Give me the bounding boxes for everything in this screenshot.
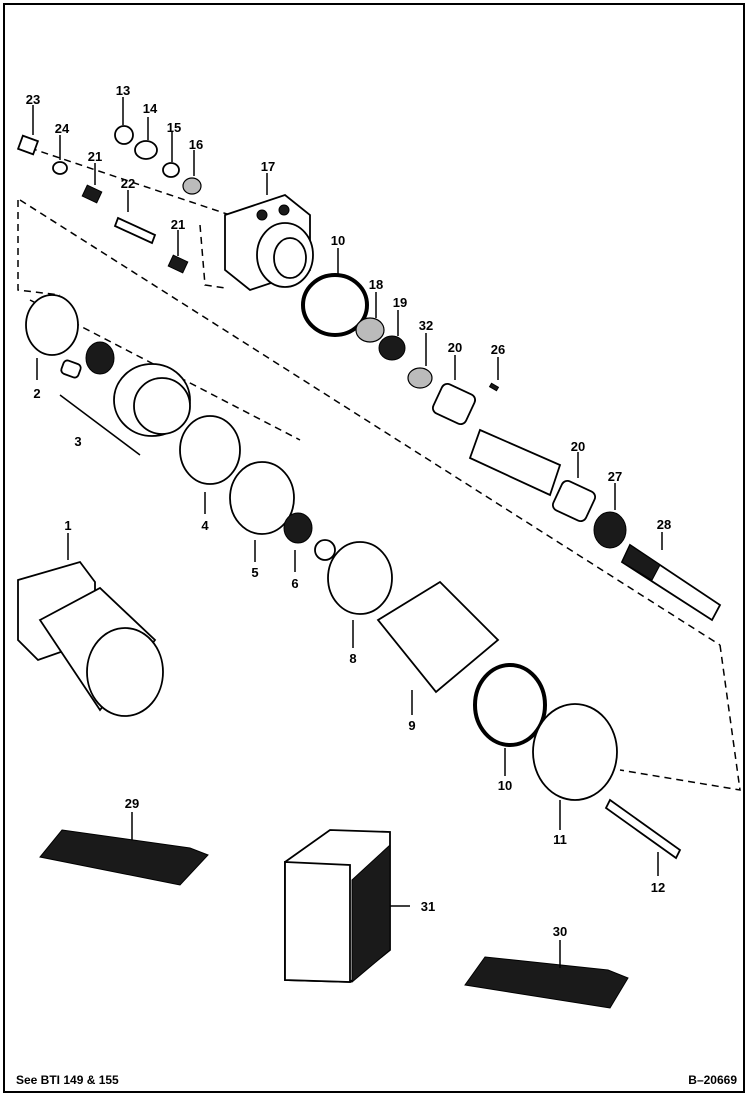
bearing-part-20-lower <box>551 479 597 523</box>
snap-ring-part-13 <box>114 125 134 145</box>
callout-1: 1 <box>64 518 71 533</box>
callout-12: 12 <box>651 880 665 895</box>
callout-13: 13 <box>116 83 130 98</box>
o-ring-part-24 <box>52 161 68 175</box>
callout-6: 6 <box>291 576 298 591</box>
o-ring-near-part-6 <box>314 539 336 561</box>
plate-part-8 <box>327 541 393 615</box>
callout-26: 26 <box>491 342 505 357</box>
spring-part-21-lower <box>167 254 189 274</box>
diagram-frame <box>3 3 745 1093</box>
washer-part-14 <box>134 140 158 160</box>
key-part-26 <box>488 382 500 392</box>
housing-part-17 <box>224 193 314 292</box>
callout-5: 5 <box>251 565 258 580</box>
washer-part-32 <box>407 367 433 389</box>
bearing-part-20-upper <box>431 382 477 426</box>
decal-part-29 <box>39 829 209 886</box>
callout-23: 23 <box>26 92 40 107</box>
callout-10-lower: 10 <box>498 778 512 793</box>
callout-20-upper: 20 <box>448 340 462 355</box>
seal-ring-part-10-lower <box>473 663 547 747</box>
callout-21-upper: 21 <box>88 149 102 164</box>
callout-29: 29 <box>125 796 139 811</box>
drive-shaft <box>468 428 562 497</box>
callout-19: 19 <box>393 295 407 310</box>
plate-part-4 <box>179 415 241 485</box>
callout-28: 28 <box>657 517 671 532</box>
callout-30: 30 <box>553 924 567 939</box>
seal-part-16 <box>182 177 202 195</box>
plug-part-23 <box>16 134 40 156</box>
callout-21-lower: 21 <box>171 217 185 232</box>
leader-lines <box>32 97 663 968</box>
sleeve-part-9 <box>376 580 500 694</box>
spool-part-22 <box>113 216 157 245</box>
callout-15: 15 <box>167 120 181 135</box>
callout-4: 4 <box>201 518 209 533</box>
callout-22: 22 <box>121 176 135 191</box>
end-cap-part-11 <box>532 703 618 801</box>
gerotor-part-3 <box>59 341 191 456</box>
callout-32: 32 <box>419 318 433 333</box>
callout-3: 3 <box>74 434 81 449</box>
callout-11: 11 <box>553 832 567 847</box>
callout-14: 14 <box>143 101 158 116</box>
kit-box-part-31 <box>284 829 391 984</box>
callout-27: 27 <box>608 469 622 484</box>
callout-24: 24 <box>55 121 70 136</box>
callout-17: 17 <box>261 159 275 174</box>
callout-2: 2 <box>33 386 40 401</box>
decal-part-30 <box>464 956 629 1009</box>
seal-part-6 <box>283 512 313 544</box>
footer-drawing-number: B–20669 <box>688 1073 737 1087</box>
plate-part-2 <box>25 294 79 356</box>
output-shaft-part-28 <box>620 543 722 622</box>
callout-9: 9 <box>408 718 415 733</box>
callout-labels: 1 2 3 4 5 6 8 9 10 10 11 12 13 14 15 16 … <box>26 83 671 939</box>
callout-10-upper: 10 <box>331 233 345 248</box>
motor-assembly-part-1 <box>17 560 164 717</box>
callout-20-lower: 20 <box>571 439 585 454</box>
callout-31: 31 <box>421 899 435 914</box>
callout-16: 16 <box>189 137 203 152</box>
callout-18: 18 <box>369 277 383 292</box>
disc-part-5 <box>229 461 295 535</box>
bolt-part-12 <box>604 798 682 860</box>
seal-ring-part-10-upper <box>301 273 369 337</box>
footer-reference: See BTI 149 & 155 <box>16 1073 119 1087</box>
callout-8: 8 <box>349 651 356 666</box>
spring-part-21-upper <box>81 184 103 204</box>
seal-part-27 <box>593 511 627 549</box>
washer-part-18 <box>355 317 385 343</box>
o-ring-part-15 <box>162 162 180 178</box>
bearing-part-19 <box>378 335 406 361</box>
